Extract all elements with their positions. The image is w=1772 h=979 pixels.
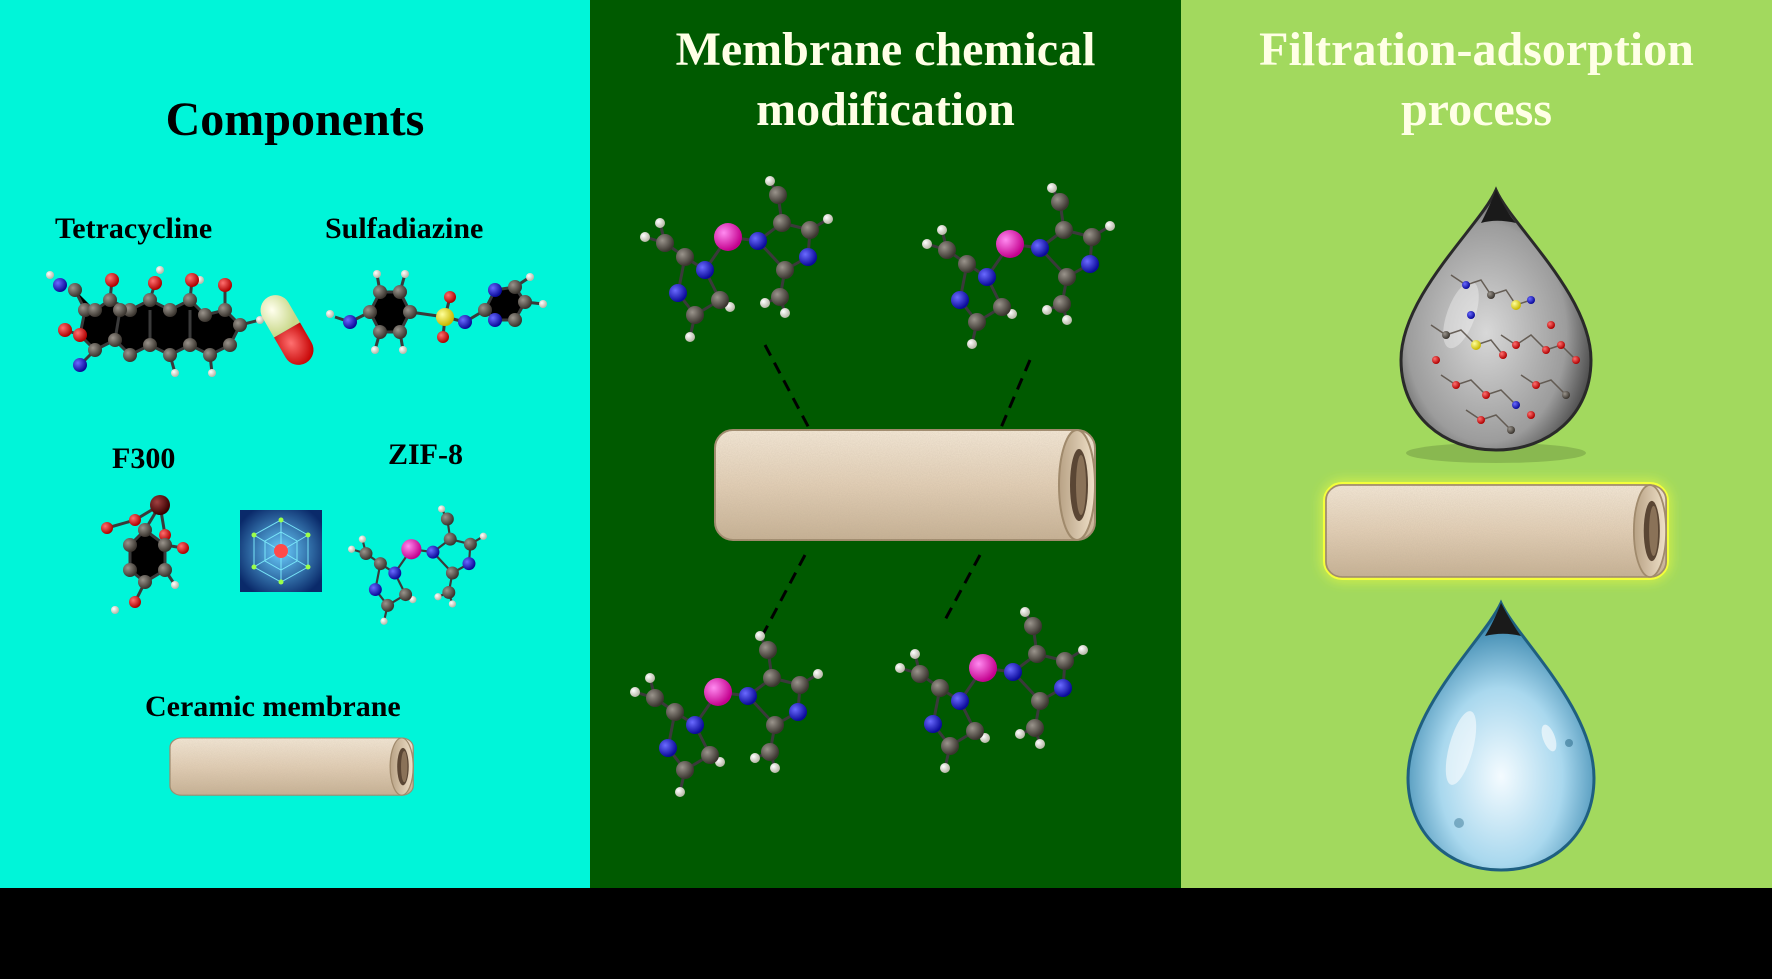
components-title: Components [165,93,425,146]
filtration-panel: Filtration-adsorption process [1181,0,1772,888]
tetracycline-molecule [46,266,264,377]
zif8-molecule [346,504,489,626]
mof-framework-image [240,510,322,592]
filtration-membrane-tube [1323,482,1669,580]
connector-lines [758,344,1032,641]
modified-membrane-tube [715,430,1100,545]
modification-title: Membrane chemical modification [675,23,1096,136]
zif8-fragment-bottom-left [628,629,825,799]
components-panel: Components Tetracycline Sulfadiazine [0,0,590,888]
contaminated-water-drop [1399,186,1593,463]
filtration-title: Filtration-adsorption process [1259,23,1694,136]
sulfadiazine-label: Sulfadiazine [325,212,484,245]
zif8-fragment-bottom-right [893,605,1090,775]
ceramic-membrane-label: Ceramic membrane [145,690,401,723]
clean-water-drop [1406,599,1596,872]
tetracycline-label: Tetracycline [55,212,213,245]
f300-label: F300 [112,442,176,475]
f300-molecule [101,495,189,614]
ceramic-membrane-tube [170,738,415,798]
pill-icon [260,295,314,365]
zif8-label: ZIF-8 [388,438,463,471]
sulfadiazine-molecule [326,270,547,354]
modification-panel: Membrane chemical modification [590,0,1181,888]
footer-bar [0,888,1772,979]
